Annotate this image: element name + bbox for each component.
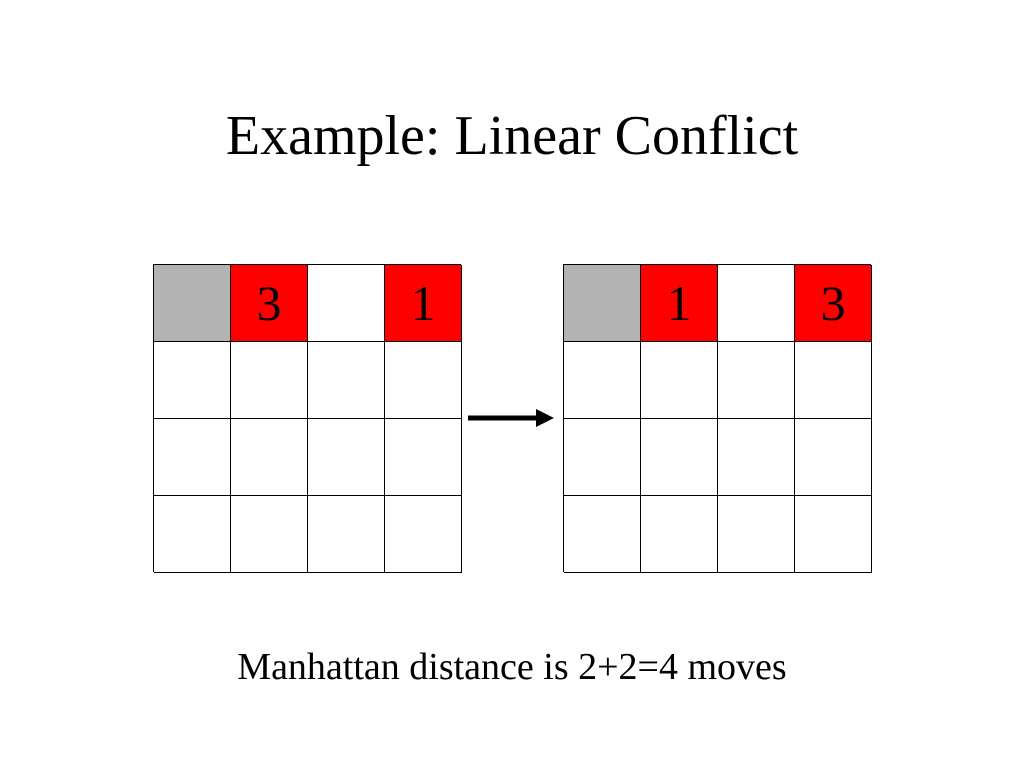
empty-cell xyxy=(154,419,231,496)
slide-title: Example: Linear Conflict xyxy=(225,105,799,167)
empty-cell xyxy=(641,496,718,573)
empty-cell xyxy=(385,419,462,496)
numbered-tile: 3 xyxy=(795,265,872,342)
empty-cell xyxy=(718,265,795,342)
empty-cell xyxy=(564,496,641,573)
empty-cell xyxy=(718,496,795,573)
blank-tile xyxy=(564,265,641,342)
empty-cell xyxy=(718,342,795,419)
empty-cell xyxy=(231,496,308,573)
empty-cell xyxy=(564,342,641,419)
empty-cell xyxy=(641,342,718,419)
empty-cell xyxy=(641,419,718,496)
empty-cell xyxy=(231,342,308,419)
empty-cell xyxy=(795,496,872,573)
empty-cell xyxy=(154,342,231,419)
numbered-tile: 3 xyxy=(231,265,308,342)
empty-cell xyxy=(308,342,385,419)
numbered-tile: 1 xyxy=(385,265,462,342)
empty-cell xyxy=(795,419,872,496)
empty-cell xyxy=(795,342,872,419)
empty-cell xyxy=(308,265,385,342)
empty-cell xyxy=(154,496,231,573)
blank-tile xyxy=(154,265,231,342)
slide-caption: Manhattan distance is 2+2=4 moves xyxy=(237,646,787,688)
empty-cell xyxy=(308,496,385,573)
empty-cell xyxy=(308,419,385,496)
right-arrow-icon xyxy=(468,409,554,427)
empty-cell xyxy=(564,419,641,496)
empty-cell xyxy=(385,342,462,419)
empty-cell xyxy=(718,419,795,496)
numbered-tile: 1 xyxy=(641,265,718,342)
empty-cell xyxy=(385,496,462,573)
empty-cell xyxy=(231,419,308,496)
